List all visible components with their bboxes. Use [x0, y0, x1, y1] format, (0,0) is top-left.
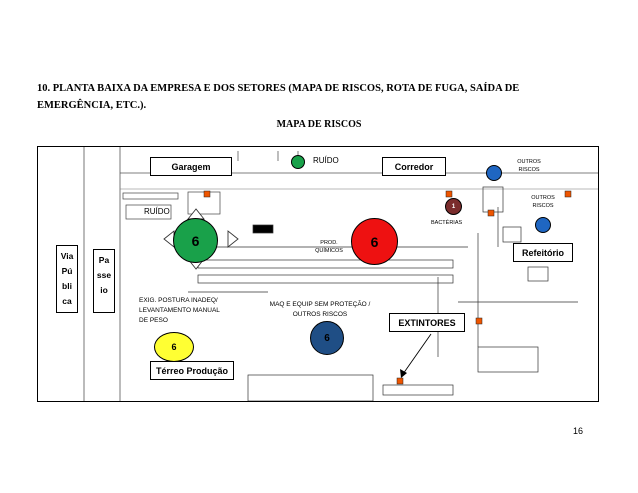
label-maq-equip: MAQ E EQUIP SEM PROTEÇÃO /OUTROS RISCOS — [269, 301, 371, 318]
page-number: 16 — [572, 426, 583, 436]
risk-circle-blue-small-1 — [486, 165, 502, 181]
map-title: MAPA DE RISCOS — [276, 119, 362, 130]
extinguisher-icon — [475, 317, 483, 325]
label-ergonomic-risks: EXIG. POSTURA INADEQ/LEVANTAMENTO MANUAL… — [139, 297, 220, 324]
label-ruido-top: RUÍDO — [313, 156, 339, 165]
extinguisher-icon — [445, 190, 453, 198]
floor-plan: Garagem Corredor Refeitório Térreo Produ… — [37, 146, 599, 402]
risk-circle-navy: 6 — [310, 321, 344, 355]
label-refeitorio: Refeitório — [513, 243, 573, 262]
extinguisher-icon — [396, 377, 404, 385]
risk-circle-blue-small-2 — [535, 217, 551, 233]
heading-line-2: EMERGÊNCIA, ETC.). — [37, 100, 147, 111]
risk-circle-green-small — [291, 155, 305, 169]
label-bacterias: BACTÉRIAS — [431, 220, 463, 226]
label-terreo-producao: Térreo Produção — [150, 361, 234, 380]
risk-circle-red-large: 6 — [351, 218, 398, 265]
extinguisher-icon — [564, 190, 572, 198]
risk-circle-green-large: 6 — [173, 218, 218, 263]
label-ruido-left: RUÍDO — [144, 207, 170, 216]
section-heading: 10. PLANTA BAIXA DA EMPRESA E DOS SETORE… — [37, 80, 597, 114]
risk-circle-bacteria: 1 — [445, 198, 462, 215]
label-prod-quimicos: PROD.QUÍMICOS — [315, 240, 343, 254]
garage-details — [122, 151, 299, 220]
extinguisher-icon — [487, 209, 495, 217]
floor-plan-drawing — [83, 147, 598, 401]
arrow-right-icon — [227, 230, 239, 248]
label-corredor: Corredor — [382, 157, 446, 176]
extintores-pointer — [402, 333, 432, 375]
label-extintores: EXTINTORES — [389, 313, 465, 332]
heading-line-1: 10. PLANTA BAIXA DA EMPRESA E DOS SETORE… — [37, 83, 520, 94]
extinguisher-marks — [203, 190, 572, 385]
label-garagem: Garagem — [150, 157, 232, 176]
extinguisher-icon — [203, 190, 211, 198]
risk-circle-yellow: 6 — [154, 332, 194, 362]
